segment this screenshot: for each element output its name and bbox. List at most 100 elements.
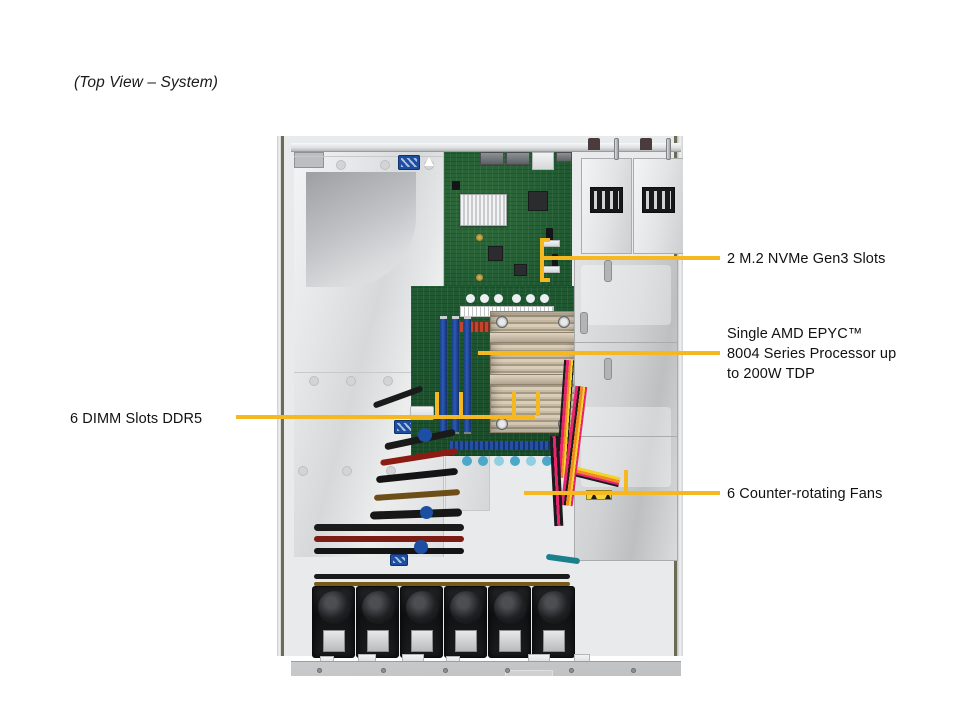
shroud-rivet [309,376,319,386]
heatsink-band [490,374,578,385]
psu-release-latch[interactable] [588,138,600,150]
heatsink-screw [496,418,508,430]
rear-io-port [556,152,572,162]
fan-label [499,630,521,652]
indicator-led [494,456,504,466]
psu-handle[interactable] [614,138,619,160]
fan-label [411,630,433,652]
panel-emboss [581,265,671,325]
indicator-led [462,456,472,466]
heatsink-band [490,332,578,343]
standoff-screw [476,274,483,281]
leader-prong-dimm [435,392,439,416]
psu-vent-slots [646,191,671,209]
capacitor [512,294,521,303]
chassis-right-rail [677,136,683,656]
chassis-body [281,136,683,676]
cage-latch-slot[interactable] [604,358,612,380]
indicator-led [526,456,536,466]
panel-emboss [505,670,553,676]
blue-label-sticker [394,420,414,434]
power-supply-module [633,158,683,254]
blue-label-sticker [398,155,420,170]
cooling-fan [532,586,575,658]
shroud-rivet [336,160,346,170]
leader-prong-dimm [512,392,516,416]
psu-vent-grille [642,187,675,213]
capacitor [494,294,503,303]
panel-seam [574,436,678,437]
fan-power-cable [314,574,570,579]
shroud-rivet [383,376,393,386]
callout-label-cpu: Single AMD EPYC™ 8004 Series Processor u… [727,326,897,382]
leader-bracket-m2-top [540,238,550,242]
leader-line-cpu [478,351,720,355]
power-supply-module [581,158,632,254]
front-panel-cover [291,661,681,676]
cable-bundle [314,548,464,554]
shroud-hinge-tab [294,152,324,168]
psu-release-latch[interactable] [640,138,652,150]
cage-latch-slot[interactable] [580,312,588,334]
shroud-seam [294,372,444,373]
rear-io-port [506,152,530,165]
callout-label-fans: 6 Counter-rotating Fans [727,486,883,502]
cooling-fan [400,586,443,658]
dimm-slots [452,316,459,434]
leader-line-dimm [236,415,535,419]
fan-label [455,630,477,652]
smd-component [546,228,553,246]
warning-triangle-icon [605,493,611,499]
view-title: (Top View – System) [74,74,219,91]
warning-triangle-icon [591,493,597,499]
shroud-rivet [298,466,308,476]
warning-triangle-icon [424,157,434,166]
psu-handle[interactable] [666,138,671,160]
blue-cable-plug [418,428,432,442]
psu-vent-grille [590,187,623,213]
shroud-rivet [346,376,356,386]
cage-latch-slot[interactable] [604,260,612,282]
smd-component [552,254,558,270]
asic-chip [514,264,527,276]
front-panel-header [450,441,560,450]
shroud-contour [306,172,416,287]
cooling-fan [488,586,531,658]
shroud-rivet [380,160,390,170]
capacitor [526,294,535,303]
panel-seam [574,342,678,343]
cooling-fan [312,586,355,658]
psu-vent-slots [594,191,619,209]
fan-label [543,630,565,652]
leader-line-fans [524,491,720,495]
capacitor [480,294,489,303]
callout-label-m2: 2 M.2 NVMe Gen3 Slots [727,251,886,267]
blue-cable-plug [420,506,433,519]
asic-chip [528,191,548,211]
fan-wall [312,586,575,658]
dimm-slots [464,316,471,434]
fan-label [323,630,345,652]
cable-bundle [314,536,464,542]
heatsink-screw [496,316,508,328]
fan-label [367,630,389,652]
blue-cable-plug [414,540,428,554]
leader-tick-fans [624,470,628,492]
blue-label-sticker [390,554,408,566]
shroud-rivet [342,466,352,476]
rear-io-port [480,152,504,165]
rear-io-module [532,152,554,170]
chipset-heatsink [460,194,507,226]
cable-bundle [314,524,464,531]
heatsink-screw [558,316,570,328]
warning-label-sticker [586,490,612,500]
leader-prong-dimm [459,392,463,416]
cooling-fan [444,586,487,658]
indicator-led [542,456,552,466]
leader-bracket-m2-bottom [540,278,550,282]
leader-bracket-m2 [540,238,544,282]
chassis-rear-edge [291,143,681,152]
callout-label-dimm: 6 DIMM Slots DDR5 [70,411,203,427]
indicator-led [478,456,488,466]
